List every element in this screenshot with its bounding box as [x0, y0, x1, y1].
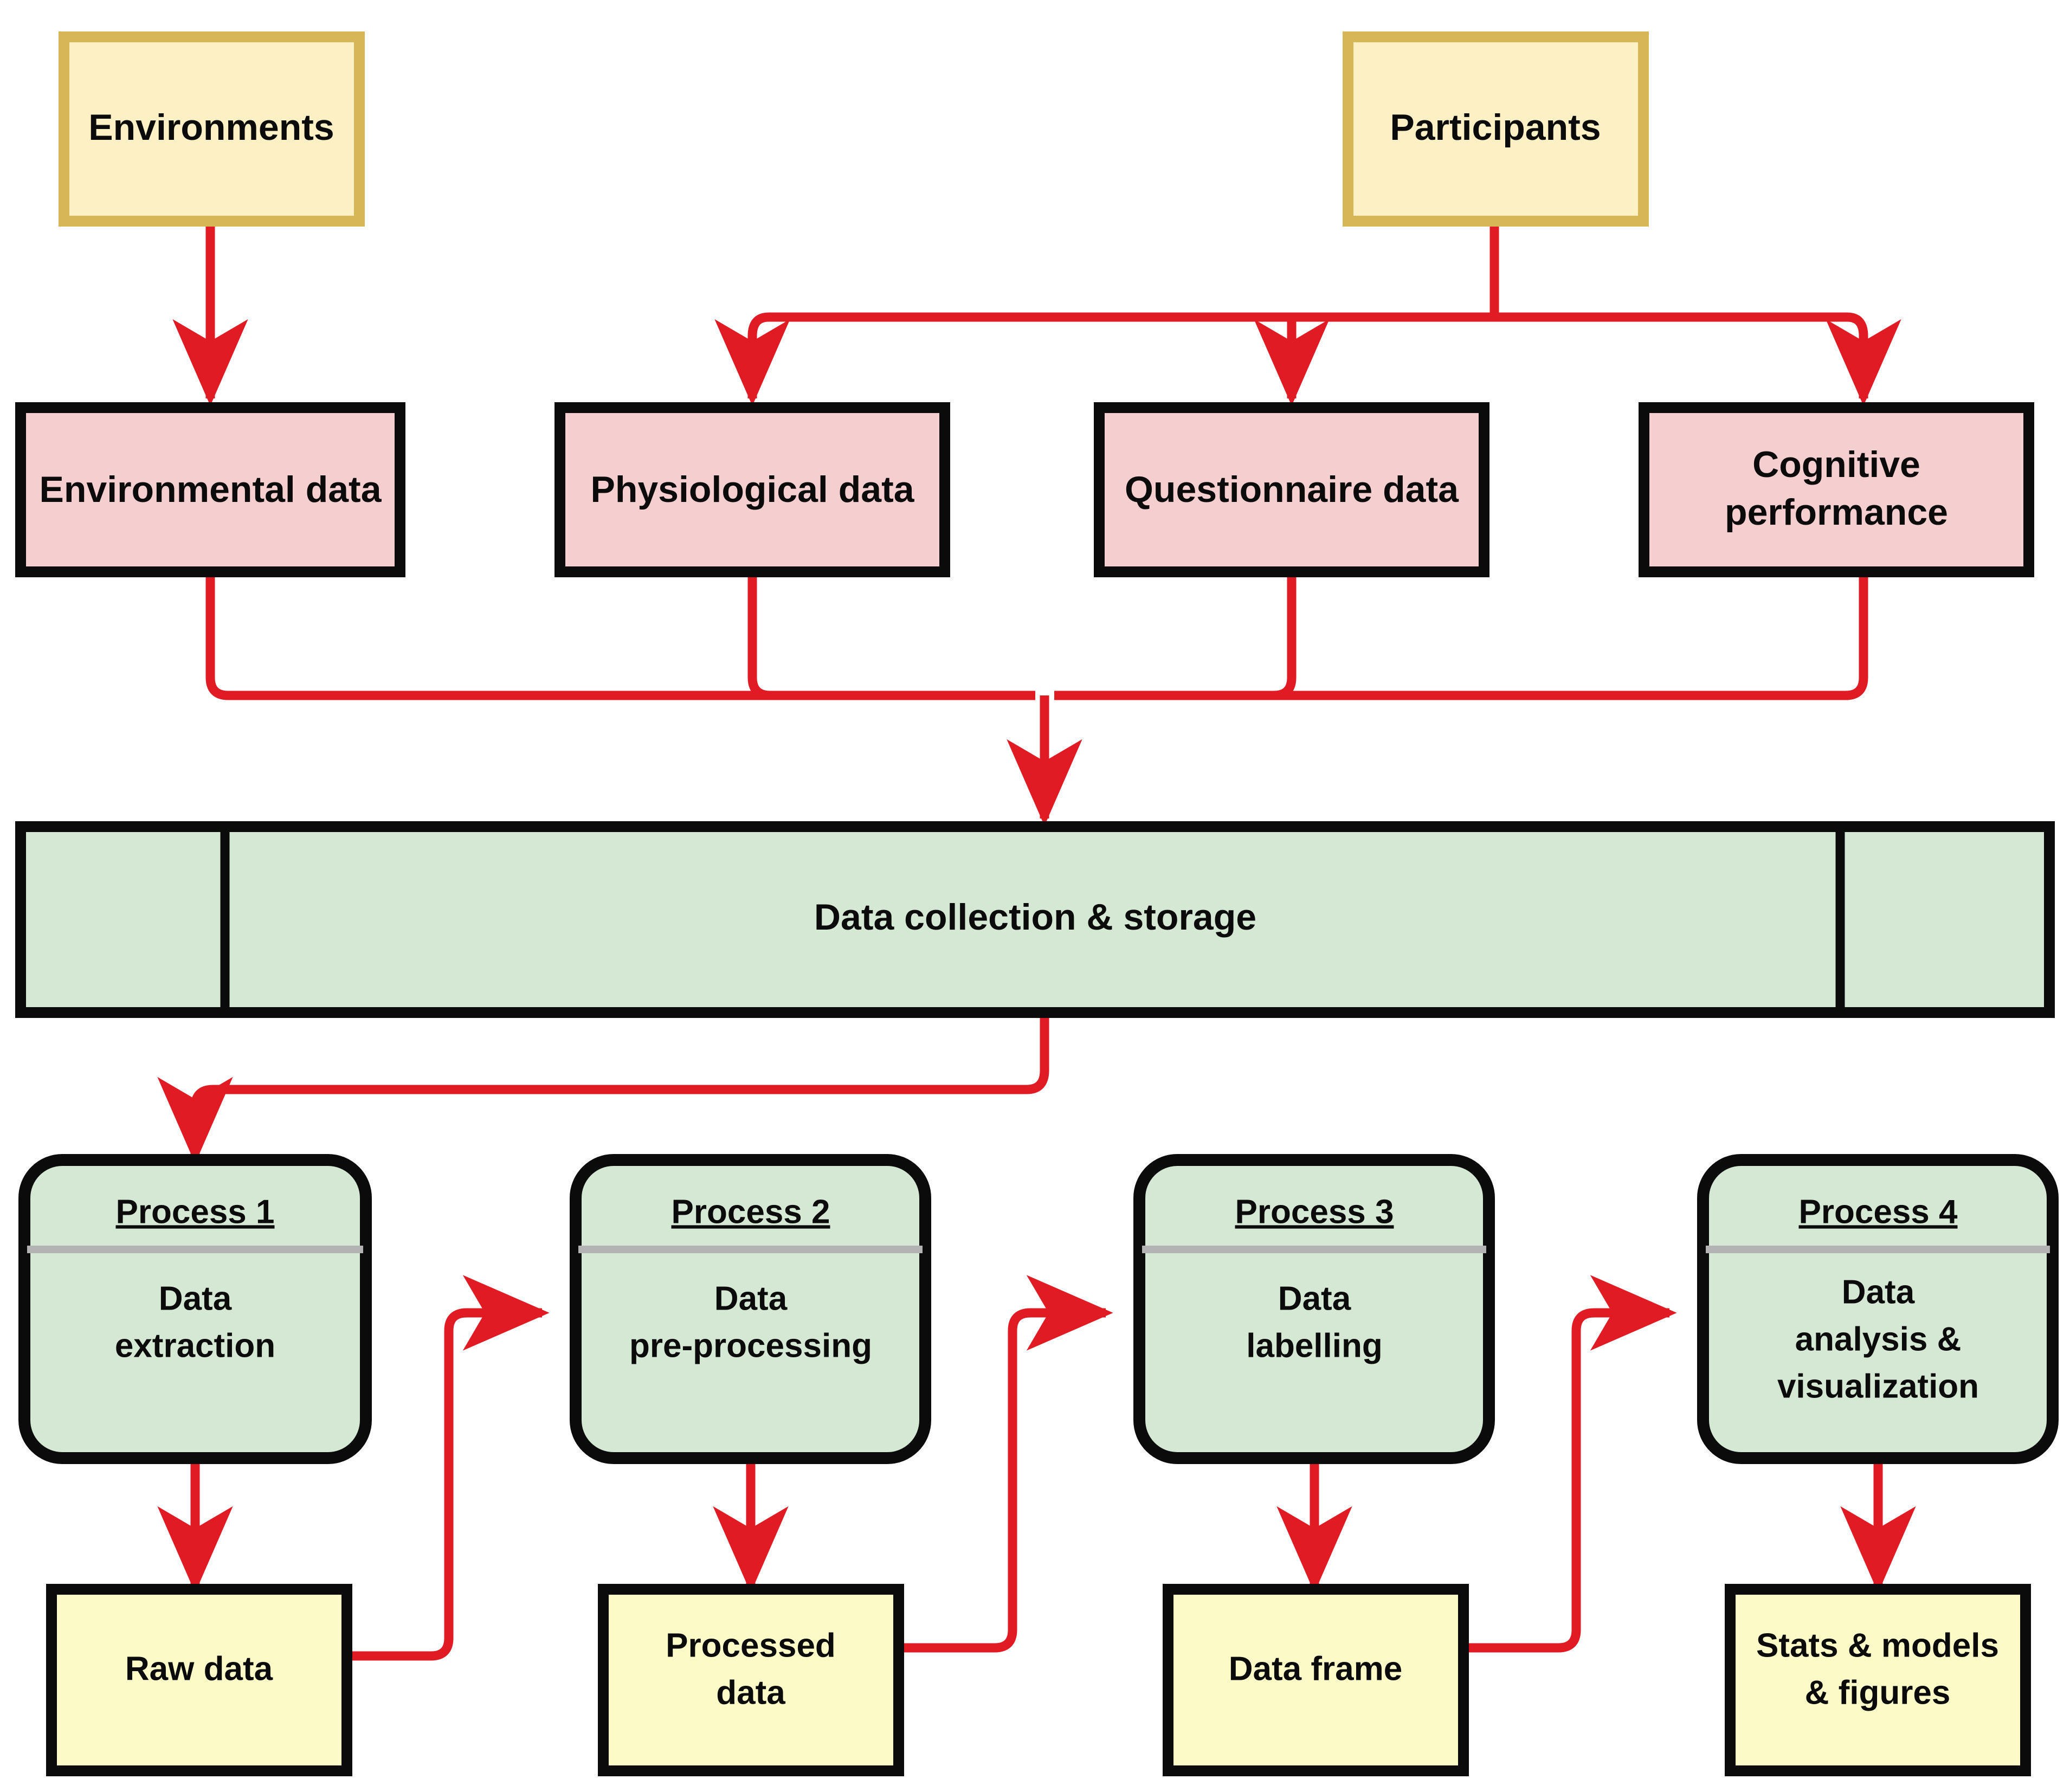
edge-data-frame-to-process-4 — [1463, 1275, 1677, 1653]
node-stats-models-figures-label-line1: Stats & models — [1756, 1627, 1999, 1664]
node-environments[interactable] — [59, 31, 365, 227]
node-process-2-body-line1: Data — [714, 1280, 788, 1317]
edge-environmental-data-to-bus — [205, 575, 1035, 700]
edge-storage-to-process-1 — [157, 1013, 1049, 1164]
edge-processed-data-to-process-3 — [899, 1275, 1113, 1653]
node-questionnaire-data[interactable] — [1094, 402, 1489, 577]
edge-cognitive-performance-to-bus — [1054, 575, 1868, 700]
node-cognitive-performance[interactable] — [1639, 402, 2034, 577]
node-process-4-body-line2: analysis & — [1795, 1320, 1962, 1358]
node-cognitive-performance-label-line2: performance — [1725, 492, 1948, 533]
node-process-4[interactable] — [1697, 1154, 2059, 1464]
artifact-nodes: Raw data Processed data Data frame Stats… — [46, 1584, 2031, 1776]
node-stats-models-figures-label-line2: & figures — [1805, 1674, 1951, 1711]
node-stats-models-figures[interactable] — [1725, 1584, 2031, 1776]
node-environmental-data-label: Environmental data — [39, 469, 382, 510]
node-questionnaire-data-label: Questionnaire data — [1125, 469, 1459, 510]
node-process-3-body-line2: labelling — [1246, 1327, 1382, 1364]
node-process-4-title: Process 4 — [1799, 1193, 1958, 1230]
node-process-2-title: Process 2 — [672, 1193, 830, 1230]
node-processed-data[interactable] — [598, 1584, 904, 1776]
node-participants[interactable] — [1343, 31, 1649, 227]
node-data-frame[interactable] — [1163, 1584, 1469, 1776]
node-process-1[interactable] — [18, 1154, 372, 1464]
node-process-1-title: Process 1 — [116, 1193, 275, 1230]
node-physiological-data-label: Physiological data — [590, 469, 914, 510]
node-participants-label: Participants — [1390, 107, 1601, 148]
edge-participants-to-physiological-data — [714, 312, 790, 406]
node-processed-data-label-line1: Processed — [666, 1627, 836, 1664]
node-processed-data-label-line2: data — [716, 1674, 785, 1711]
connector-layer — [157, 222, 1916, 1661]
data-nodes: Environmental data Physiological data Qu… — [15, 402, 2034, 577]
node-physiological-data[interactable] — [554, 402, 950, 577]
node-data-collection-storage[interactable] — [15, 821, 2055, 1018]
storage-node-group: Data collection & storage — [15, 821, 2055, 1018]
node-environmental-data[interactable] — [15, 402, 405, 577]
node-data-frame-label: Data frame — [1229, 1650, 1402, 1687]
edge-physiological-data-to-bus — [747, 575, 1035, 700]
node-process-4-body-line1: Data — [1842, 1273, 1915, 1311]
edge-questionnaire-data-to-bus — [1054, 575, 1297, 700]
node-process-1-body-line2: extraction — [115, 1327, 275, 1364]
node-process-3[interactable] — [1133, 1154, 1495, 1464]
edge-participants-to-cognitive-performance — [1826, 312, 1901, 406]
node-cognitive-performance-label-line1: Cognitive — [1752, 444, 1920, 485]
node-process-3-title: Process 3 — [1235, 1193, 1394, 1230]
node-process-2-body-line2: pre-processing — [629, 1327, 872, 1364]
process-nodes: Process 1 Data extraction Process 2 Data… — [18, 1154, 2059, 1464]
node-process-2[interactable] — [570, 1154, 931, 1464]
source-nodes: Environments Participants — [59, 31, 1649, 227]
node-process-4-body-line3: visualization — [1777, 1368, 1979, 1405]
node-environments-label: Environments — [88, 107, 334, 148]
node-raw-data[interactable] — [46, 1584, 352, 1776]
node-process-1-body-line1: Data — [159, 1280, 232, 1317]
edge-raw-data-to-process-2 — [347, 1275, 550, 1661]
node-process-3-body-line1: Data — [1278, 1280, 1351, 1317]
node-data-collection-storage-label: Data collection & storage — [814, 897, 1256, 938]
node-raw-data-label: Raw data — [125, 1650, 273, 1687]
